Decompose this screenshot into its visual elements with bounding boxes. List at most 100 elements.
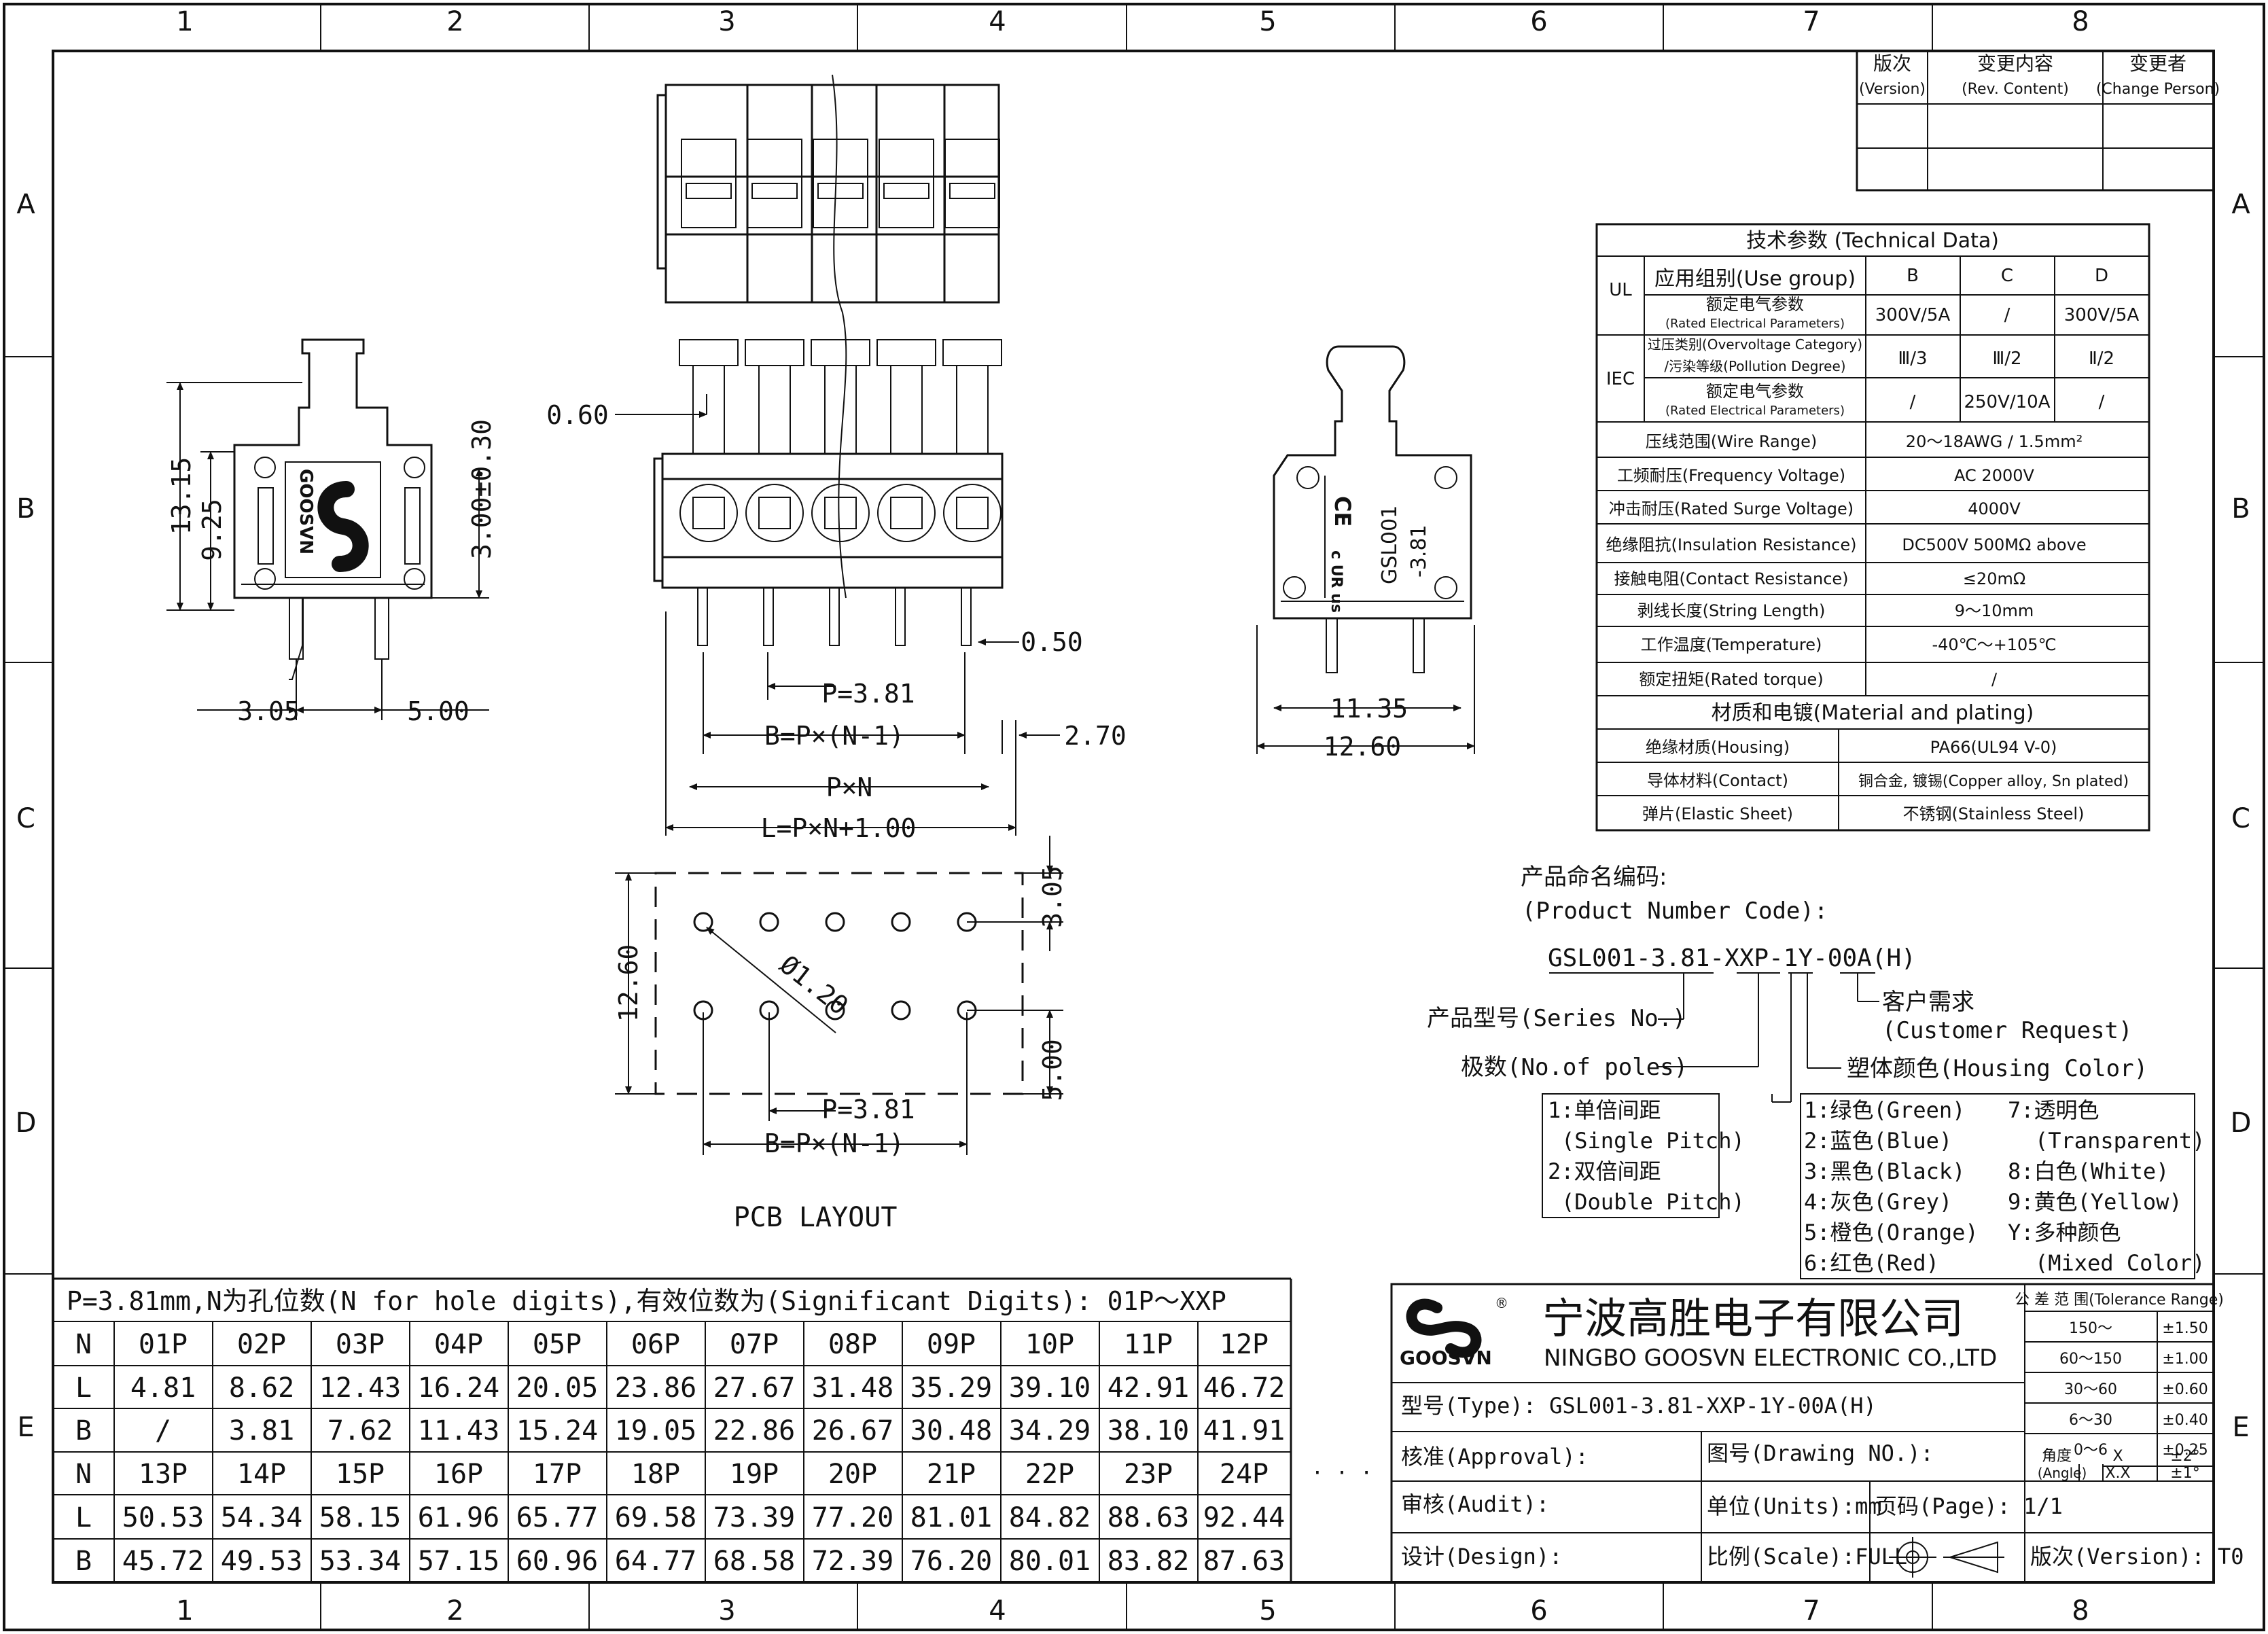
dim-2-70: 2.70	[1064, 721, 1127, 751]
dim-table-cell: 12P	[1220, 1329, 1269, 1360]
dim-table-cell: 69.58	[615, 1502, 696, 1533]
dim-table-cell: B	[75, 1415, 92, 1446]
dim-pitch: P=3.81	[821, 679, 915, 709]
tech-row-value: 20～18AWG / 1.5mm²	[1906, 432, 2083, 451]
dim-table-cell: 18P	[631, 1459, 680, 1490]
row-label: B	[2231, 493, 2250, 525]
col-label: 5	[1259, 6, 1276, 37]
tech-row-value: 4000V	[1968, 499, 2021, 518]
dim-5-00: 5.00	[407, 696, 469, 726]
dim-table-cell: 60.96	[516, 1546, 598, 1577]
zone-labels: 1 2 3 4 5 6 7 8 1 2 3 4 5 6 7 8 A B C D …	[16, 6, 2252, 1627]
row-label: C	[2231, 803, 2250, 834]
pn-color: 2:蓝色(Blue)	[1804, 1128, 1952, 1154]
pn-housing-color: 塑体颜色(Housing Color)	[1847, 1055, 2148, 1082]
left-dimensions	[166, 382, 489, 720]
dim-table-cell: 39.10	[1009, 1372, 1091, 1404]
pn-color: 8:白色(White)	[2008, 1158, 2169, 1184]
dim-table-cell: 15.24	[516, 1415, 598, 1446]
tol-value: ±1.00	[2162, 1351, 2208, 1368]
tb-approval: 核准(Approval):	[1401, 1444, 1589, 1470]
pn-customer-en: (Customer Request)	[1882, 1017, 2132, 1044]
dim-table-cell: 77.20	[812, 1502, 893, 1533]
dim-table-cell: N	[75, 1329, 92, 1360]
dim-9-25: 9.25	[197, 499, 227, 561]
tech-iec-rated-cn: 额定电气参数	[1706, 382, 1804, 401]
dim-table-cell: 31.48	[812, 1372, 893, 1404]
dim-table-cell: 03P	[336, 1329, 385, 1360]
dim-table-cell: 87.63	[1203, 1546, 1285, 1577]
col-label: 8	[2072, 6, 2089, 37]
pn-poles: 极数(No.of poles)	[1461, 1054, 1688, 1081]
tol-range: 60～150	[2059, 1351, 2122, 1368]
pn-series: 产品型号(Series No.)	[1427, 1005, 1686, 1032]
dim-table-cell: 84.82	[1009, 1502, 1091, 1533]
tech-ul-d: 300V/5A	[2064, 305, 2140, 325]
row-label: A	[2231, 189, 2250, 220]
tech-iec-d: /	[2099, 392, 2105, 412]
col-label: 5	[1259, 1595, 1276, 1627]
pn-color: 5:橙色(Orange)	[1804, 1220, 1979, 1245]
tech-title: 技术参数 (Technical Data)	[1746, 229, 1999, 253]
tol-value: ±1.50	[2162, 1320, 2208, 1337]
dim-table-cell: 35.29	[910, 1372, 992, 1404]
col-label: 6	[1530, 6, 1547, 37]
tech-over-c: Ⅲ/2	[1992, 349, 2021, 369]
tb-audit: 审核(Audit):	[1401, 1491, 1549, 1517]
tech-row-label: 压线范围(Wire Range)	[1646, 432, 1817, 451]
dim-table-cell: 05P	[533, 1329, 582, 1360]
tb-page: 页码(Page): 1/1	[1875, 1493, 2063, 1519]
row-label: D	[16, 1107, 37, 1139]
tb-version: 版次(Version): T0	[2030, 1544, 2244, 1569]
rev-header-en: (Change Person)	[2096, 81, 2220, 98]
tech-row-value: AC 2000V	[1954, 466, 2034, 485]
col-label: 6	[1530, 1595, 1547, 1627]
tech-row-value: ≤20mΩ	[1963, 569, 2025, 588]
right-dimensions	[1256, 625, 1475, 754]
angle-xx-val: ±1°	[2170, 1465, 2199, 1482]
col-label: 7	[1803, 6, 1820, 37]
material-value: PA66(UL94 V-0)	[1930, 738, 2057, 757]
part-label-2: -3.81	[1407, 525, 1431, 578]
dim-table-cell: 22P	[1025, 1459, 1074, 1490]
tb-scale: 比例(Scale):FULL	[1707, 1544, 1907, 1569]
row-label: E	[2232, 1412, 2249, 1443]
dim-table-cell: 24P	[1220, 1459, 1269, 1490]
dim-table-cell: 22.86	[713, 1415, 795, 1446]
tech-row-value: -40℃～+105℃	[1932, 635, 2056, 654]
dim-13-15: 13.15	[166, 457, 196, 535]
pcb-dim-5-00: 5.00	[1038, 1039, 1067, 1101]
tech-col-b: B	[1907, 266, 1919, 286]
tol-range: 0～6	[2074, 1442, 2108, 1459]
goosvn-mark: GOOSVN	[296, 469, 369, 572]
dim-table-cell: 41.91	[1203, 1415, 1285, 1446]
rev-header-en: (Rev. Content)	[1962, 81, 2069, 98]
angle-x: X	[2112, 1448, 2123, 1465]
pn-color: 9:黄色(Yellow)	[2008, 1189, 2182, 1215]
tolerance-title: 公 差 范 围(Tolerance Range)	[2015, 1292, 2224, 1309]
pn-pitch-1: 1:单倍间距	[1548, 1097, 1661, 1123]
dim-table-cell: 14P	[237, 1459, 286, 1490]
dim-table-cell: 46.72	[1203, 1372, 1285, 1404]
material-label: 弹片(Elastic Sheet)	[1642, 804, 1793, 823]
pn-color: (Mixed Color)	[2035, 1250, 2205, 1276]
right-side-view	[1273, 345, 1472, 673]
dim-table-cell: 92.44	[1203, 1502, 1285, 1533]
revision-table: 版次 (Version) 变更内容 (Rev. Content) 变更者 (Ch…	[1856, 50, 2220, 192]
tech-iec: IEC	[1606, 369, 1635, 389]
dim-table-cell: 23.86	[615, 1372, 696, 1404]
tol-value: ±0.25	[2162, 1442, 2208, 1459]
pn-color: 4:灰色(Grey)	[1804, 1189, 1952, 1215]
tech-material-title: 材质和电镀(Material and plating)	[1712, 701, 2034, 725]
pn-code: GSL001-3.81-XXP-1Y-00A(H)	[1548, 944, 1916, 972]
dim-table-cell: 09P	[927, 1329, 976, 1360]
dim-table-cell: B	[75, 1546, 92, 1577]
part-label-1: GSL001	[1378, 505, 1402, 584]
dim-table-cell: 8.62	[229, 1372, 294, 1404]
dim-table-cell: 30.48	[910, 1415, 992, 1446]
tol-range: 150～	[2069, 1320, 2112, 1337]
dim-table-cell: 27.67	[713, 1372, 795, 1404]
material-label: 导体材料(Contact)	[1647, 771, 1788, 790]
pcb-pitch: P=3.81	[821, 1095, 915, 1124]
dim-11-35: 11.35	[1330, 694, 1408, 724]
